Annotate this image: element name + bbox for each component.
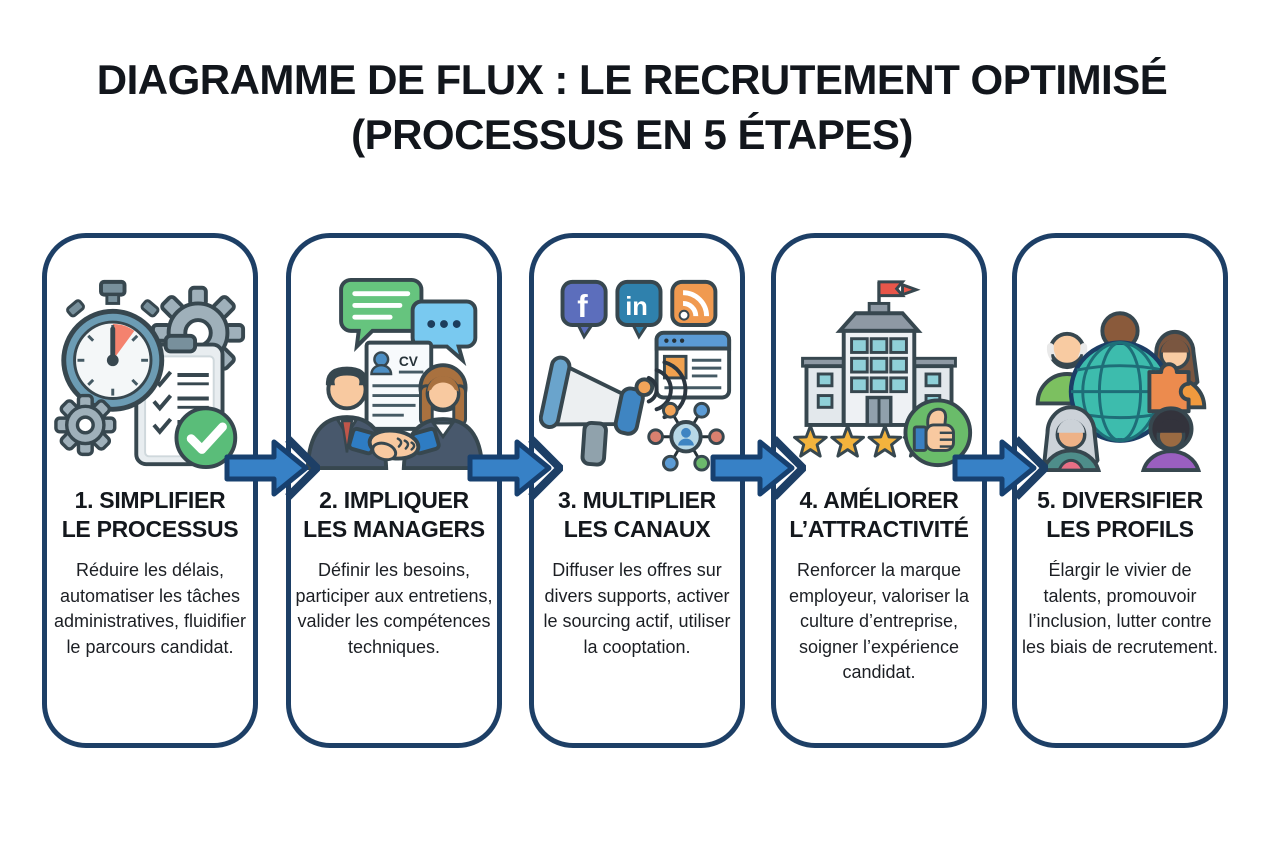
stopwatch-gears-checklist-svg (54, 279, 246, 470)
step-title: 1. SIMPLIFIER LE PROCESSUS (62, 486, 239, 543)
linkedin-letters: in (625, 293, 648, 321)
step-title-line2: LES PROFILS (1046, 515, 1194, 542)
flow-arrow-svg (952, 436, 1048, 500)
flow-arrow-svg (710, 436, 806, 500)
step-title: 3. MULTIPLIER LES CANAUX (558, 486, 716, 543)
flow-arrow-icon (710, 434, 806, 502)
step-description: Renforcer la marque employeur, valoriser… (788, 560, 970, 683)
step-description: Définir les besoins, participer aux entr… (295, 560, 493, 657)
megaphone-social-channels-icon: f in (539, 276, 735, 472)
company-rating-thumbs-up-icon (781, 276, 977, 472)
flow-arrow-icon (467, 434, 563, 502)
step-card-5: 5. DIVERSIFIER LES PROFILS Élargir le vi… (1012, 233, 1228, 748)
flow-arrow-icon (952, 434, 1048, 502)
step-description: Élargir le vivier de talents, promouvoir… (1021, 560, 1219, 657)
diverse-people-globe-icon (1022, 276, 1218, 472)
step-title: 2. IMPLIQUER LES MANAGERS (303, 486, 485, 543)
step-title-line2: LES CANAUX (563, 515, 711, 542)
step-title-line1: 3. MULTIPLIER (558, 487, 716, 513)
step-description: Réduire les délais, automatiser les tâch… (53, 560, 247, 657)
step-title-line1: 5. DIVERSIFIER (1037, 487, 1203, 513)
step-description: Diffuser les offres sur divers supports,… (543, 560, 731, 657)
cv-label: CV (399, 354, 419, 369)
company-rating-thumbs-up-svg (793, 280, 973, 468)
page-title-line1: DIAGRAMME DE FLUX : LE RECRUTEMENT OPTIM… (96, 56, 1168, 103)
step-card-4: 4. AMÉLIORER L’ATTRACTIVITÉ Renforcer la… (771, 233, 987, 748)
megaphone-social-channels-svg: f in (539, 279, 732, 472)
page-title: DIAGRAMME DE FLUX : LE RECRUTEMENT OPTIM… (0, 52, 1264, 163)
step-card-3: f in (529, 233, 745, 748)
step-title-line1: 1. SIMPLIFIER (74, 487, 226, 513)
flow-arrow-svg (467, 436, 563, 500)
step-title-line2: LE PROCESSUS (61, 515, 239, 542)
flow-arrow-icon (224, 434, 320, 502)
step-title-line1: 2. IMPLIQUER (319, 487, 469, 513)
step-title-line2: LES MANAGERS (303, 515, 485, 542)
step-title-line1: 4. AMÉLIORER (799, 487, 959, 513)
stopwatch-gears-checklist-icon (52, 276, 248, 472)
step-title: 4. AMÉLIORER L’ATTRACTIVITÉ (789, 486, 969, 543)
handshake-managers-icon: CV (296, 276, 492, 472)
handshake-managers-svg: CV (305, 277, 485, 471)
page-title-line2: (PROCESSUS EN 5 ÉTAPES) (351, 111, 913, 159)
step-card-1: 1. SIMPLIFIER LE PROCESSUS Réduire les d… (42, 233, 258, 748)
facebook-letter: f (577, 289, 588, 324)
step-title-line2: L’ATTRACTIVITÉ (789, 515, 969, 542)
diverse-people-globe-svg (1035, 311, 1207, 472)
step-title: 5. DIVERSIFIER LES PROFILS (1037, 486, 1203, 543)
step-card-2: CV (286, 233, 502, 748)
flow-arrow-svg (224, 436, 320, 500)
rss-glyph (678, 290, 710, 321)
